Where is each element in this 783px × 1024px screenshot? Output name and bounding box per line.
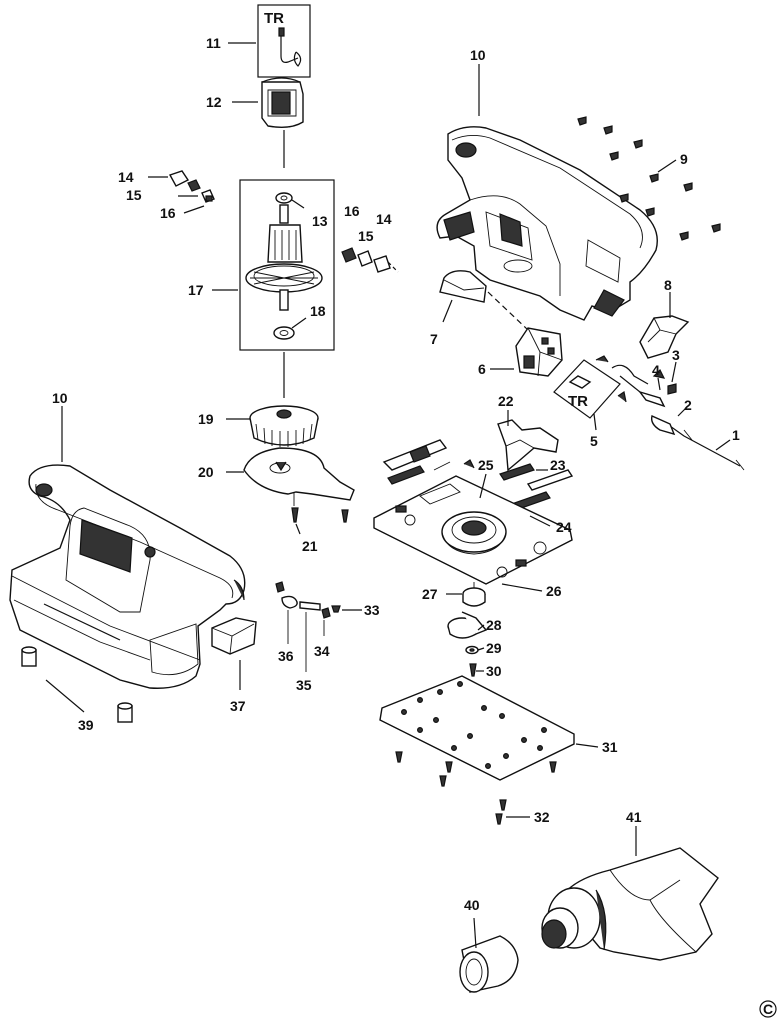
label-19: 19 (198, 411, 214, 427)
label-13: 13 (312, 213, 328, 229)
bracket-part-22 (497, 419, 559, 472)
label-18: 18 (310, 303, 326, 319)
label-10-right: 10 (470, 47, 486, 63)
label-34: 34 (314, 643, 330, 659)
label-23: 23 (550, 457, 566, 473)
label-33: 33 (364, 602, 380, 618)
label-25: 25 (478, 457, 494, 473)
dust-caps-part-39 (21, 646, 133, 723)
screws-part-21 (291, 492, 349, 523)
tr-label-top: TR (264, 10, 284, 27)
sanding-pad-part-31 (379, 675, 575, 781)
label-29: 29 (486, 640, 502, 656)
tr-label-right: TR (568, 393, 588, 410)
label-22: 22 (498, 393, 514, 409)
cord-guard-part-8 (639, 315, 690, 359)
label-37: 37 (230, 698, 246, 714)
switch-cover-part-7 (439, 270, 487, 303)
label-27: 27 (422, 586, 438, 602)
label-41: 41 (626, 809, 642, 825)
label-9: 9 (680, 151, 688, 167)
label-3: 3 (672, 347, 680, 363)
callout-labels: 11 12 14 15 16 13 16 15 14 17 18 19 20 2… (52, 35, 740, 913)
label-14-right: 14 (376, 211, 392, 227)
adapter-part-40 (459, 935, 519, 993)
brush-set-left (168, 170, 215, 203)
field-coil-part-12 (261, 77, 304, 168)
label-20: 20 (198, 464, 214, 480)
label-1: 1 (732, 427, 740, 443)
assembled-sander-housing (9, 464, 246, 689)
power-cord-part-1 (650, 415, 745, 471)
label-39: 39 (78, 717, 94, 733)
label-8: 8 (664, 277, 672, 293)
screws-part-32 (395, 751, 557, 825)
label-14-left: 14 (118, 169, 134, 185)
copyright-letter: C (763, 1001, 773, 1017)
label-36: 36 (278, 648, 294, 664)
housing-shell-part-10 (436, 126, 658, 321)
label-16-right: 16 (344, 203, 360, 219)
label-4: 4 (652, 362, 660, 378)
label-31: 31 (602, 739, 618, 755)
screws-part-9 (577, 116, 721, 241)
armature-box-part-17 (239, 179, 335, 351)
label-15-right: 15 (358, 228, 374, 244)
bearing-assembly-27-30 (447, 582, 488, 677)
label-40: 40 (464, 897, 480, 913)
label-17: 17 (188, 282, 204, 298)
baffle-plate-part-20 (243, 447, 355, 501)
armature-rotor (245, 204, 323, 311)
label-7: 7 (430, 331, 438, 347)
copyright-mark: C (759, 1000, 777, 1018)
switch-part-6 (515, 327, 563, 377)
label-35: 35 (296, 677, 312, 693)
label-5: 5 (590, 433, 598, 449)
dust-bag-part-41 (541, 847, 719, 961)
base-plate-part-26 (373, 475, 573, 585)
tr-box-right: TR (553, 359, 621, 419)
wires-and-clamps (595, 355, 677, 408)
label-2: 2 (684, 397, 692, 413)
label-12: 12 (206, 94, 222, 110)
label-16-left: 16 (160, 205, 176, 221)
leader-lines (45, 42, 731, 949)
label-24: 24 (556, 519, 572, 535)
label-6: 6 (478, 361, 486, 377)
fan-part-19 (249, 405, 319, 447)
dust-outlet-part-37 (211, 617, 257, 655)
tr-box-top: TR (257, 4, 311, 78)
brush-set-right (341, 247, 399, 273)
label-32: 32 (534, 809, 550, 825)
label-11: 11 (206, 35, 221, 51)
label-28: 28 (486, 617, 502, 633)
small-parts-33-36 (275, 581, 341, 672)
label-15-left: 15 (126, 187, 142, 203)
label-30: 30 (486, 663, 502, 679)
label-21: 21 (302, 538, 318, 554)
wire-lead-part-11 (278, 27, 302, 67)
label-10-left: 10 (52, 390, 68, 406)
label-26: 26 (546, 583, 562, 599)
